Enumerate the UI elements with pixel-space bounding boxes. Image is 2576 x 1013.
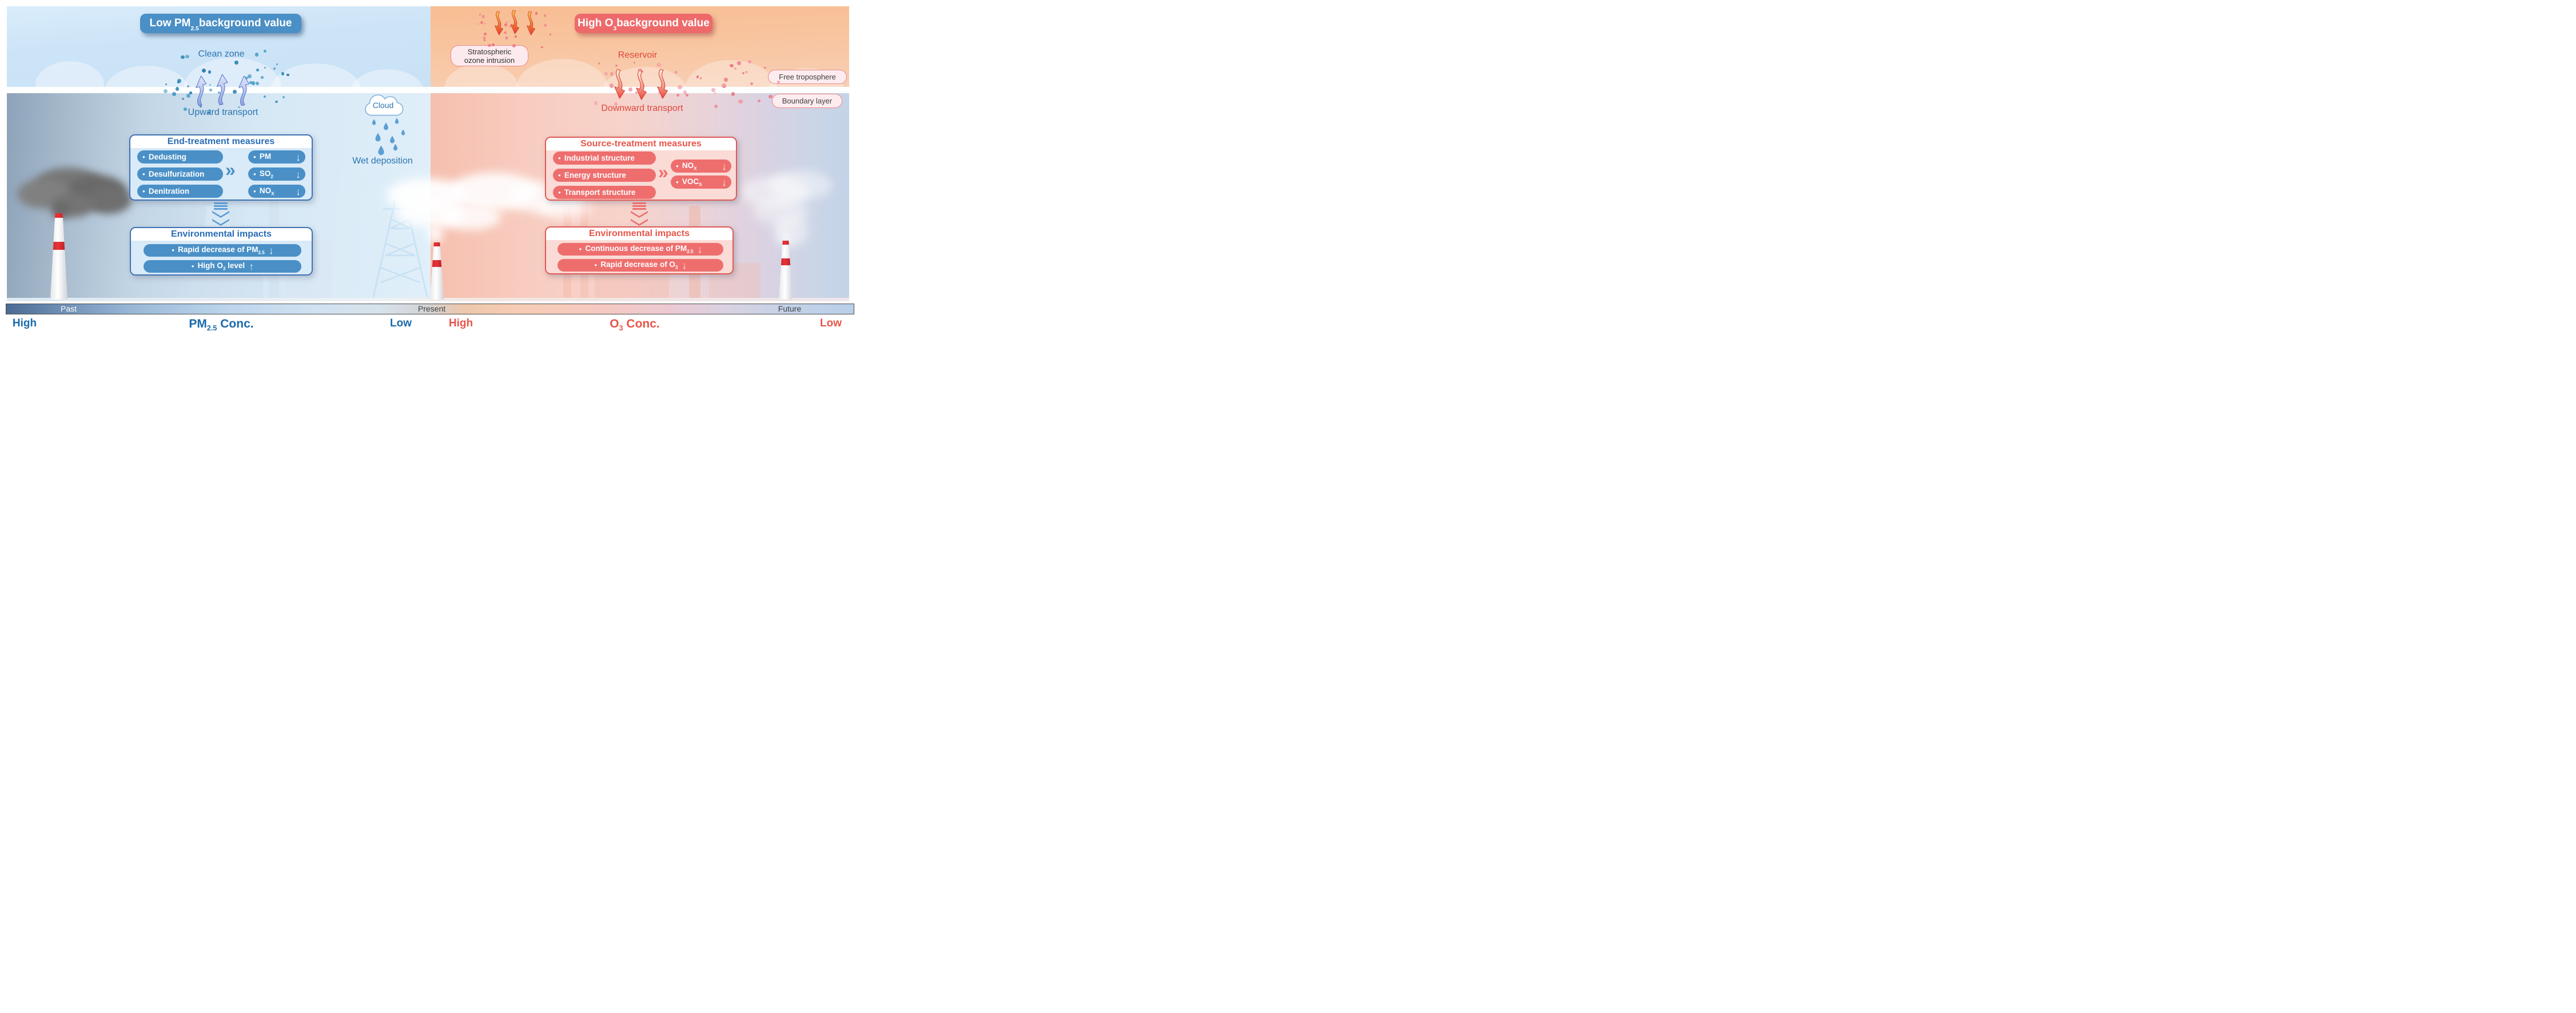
pm25-conc-label: PM2.5 Conc. bbox=[189, 317, 254, 333]
timeline-present-label: Present bbox=[417, 304, 446, 313]
impact-pm25-decrease: ● Rapid decrease of PM2.5 ↓ bbox=[144, 244, 301, 257]
environmental-impacts-title-left: Environmental impacts bbox=[170, 229, 272, 239]
down-arrow-icon: ↓ bbox=[296, 151, 300, 163]
boundary-layer-pill: Boundary layer bbox=[772, 94, 842, 108]
downward-arrow-icon bbox=[657, 69, 668, 99]
measure-desulfurization: ● Desulfurization bbox=[137, 167, 223, 181]
pm-particle-dots-left bbox=[163, 47, 294, 115]
ozone-particle-dots-top bbox=[469, 8, 560, 49]
o3-axis-high-label: High bbox=[448, 317, 473, 329]
downward-arrow-icon bbox=[614, 69, 626, 99]
measure-transport-structure: ● Transport structure bbox=[553, 186, 656, 199]
down-arrow-icon: ↓ bbox=[698, 243, 702, 256]
troposphere-boundary-divider bbox=[7, 87, 849, 93]
cloud-label: Cloud bbox=[372, 101, 394, 110]
pm25-axis-high-label: High bbox=[12, 317, 37, 329]
measure-industrial-structure: ● Industrial structure bbox=[553, 151, 656, 165]
double-chevron-icon: » bbox=[225, 159, 236, 180]
timeline-past-label: Past bbox=[60, 304, 77, 313]
timeline-future-label: Future bbox=[778, 304, 802, 313]
measure-dedusting: ● Dedusting bbox=[137, 150, 223, 163]
downward-transport-label: Downward transport bbox=[601, 103, 683, 113]
output-pm: ● PM ↓ bbox=[248, 150, 305, 163]
raindrop-icon bbox=[372, 119, 376, 125]
environmental-impacts-box-right: Environmental impacts ● Continuous decre… bbox=[545, 226, 734, 274]
environmental-impacts-box-left: Environmental impacts ● Rapid decrease o… bbox=[130, 227, 313, 276]
upward-arrow-icon bbox=[216, 74, 228, 106]
wet-deposition-label: Wet deposition bbox=[352, 156, 413, 166]
chimney-right bbox=[779, 241, 793, 300]
source-treatment-title: Source-treatment measures bbox=[580, 139, 702, 149]
output-vocs: ● VOCS ↓ bbox=[671, 176, 731, 189]
impact-high-o3: ● High O3 level ↑ bbox=[144, 260, 301, 273]
up-arrow-icon: ↑ bbox=[249, 260, 254, 273]
timeline-bar bbox=[6, 304, 854, 314]
stratospheric-intrusion-arrow-icon bbox=[510, 10, 520, 34]
bullet-icon: ● bbox=[142, 154, 145, 159]
stratospheric-intrusion-arrow-icon bbox=[526, 11, 536, 35]
upward-transport-label: Upward transport bbox=[188, 107, 258, 117]
o3-axis-low-label: Low bbox=[820, 317, 842, 329]
clean-zone-label: Clean zone bbox=[198, 49, 245, 59]
ozone-particle-dots-right bbox=[590, 56, 782, 109]
output-nox: ● NOX ↓ bbox=[248, 185, 305, 198]
o3-conc-label: O3 Conc. bbox=[610, 317, 660, 333]
output-nox-right: ● NOX ↓ bbox=[671, 159, 731, 173]
pm25-axis-low-label: Low bbox=[390, 317, 412, 329]
end-treatment-box: End-treatment measures ● Dedusting ● Des… bbox=[129, 134, 313, 201]
environmental-impacts-title-right: Environmental impacts bbox=[588, 229, 690, 238]
dashed-down-arrow-icon bbox=[630, 202, 649, 226]
upward-arrow-icon bbox=[238, 75, 250, 106]
upward-arrow-icon bbox=[196, 75, 207, 106]
double-chevron-icon: » bbox=[658, 162, 668, 182]
stratospheric-intrusion-arrow-icon bbox=[494, 11, 504, 35]
free-troposphere-pill: Free troposphere bbox=[768, 70, 847, 84]
downward-arrow-icon bbox=[636, 70, 647, 100]
reservoir-label: Reservoir bbox=[618, 50, 658, 60]
down-arrow-icon: ↓ bbox=[269, 244, 273, 257]
chimney-middle bbox=[430, 242, 444, 300]
source-treatment-box: Source-treatment measures ● Industrial s… bbox=[545, 137, 737, 201]
free-troposphere-right-background bbox=[431, 6, 849, 87]
impact-continuous-pm25-decrease: ● Continuous decrease of PM2.5 ↓ bbox=[558, 243, 723, 256]
impact-rapid-o3-decrease: ● Rapid decrease of O3 ↓ bbox=[558, 259, 723, 272]
measure-energy-structure: ● Energy structure bbox=[553, 169, 656, 182]
end-treatment-title: End-treatment measures bbox=[167, 137, 275, 146]
measure-denitration: ● Denitration bbox=[137, 185, 223, 198]
ground-strip bbox=[7, 298, 849, 301]
output-so2: ● SO2 ↓ bbox=[248, 167, 305, 181]
dashed-down-arrow-icon bbox=[211, 202, 230, 226]
